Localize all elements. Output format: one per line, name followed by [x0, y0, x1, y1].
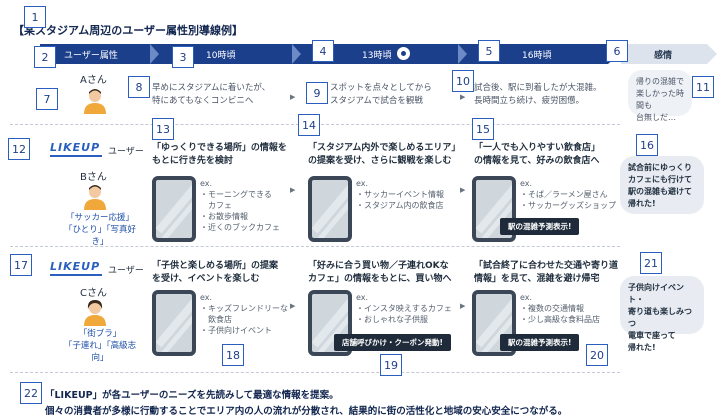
person-b-avatar-icon [84, 185, 106, 210]
marker-14: 14 [298, 114, 320, 136]
person-b-info-1: 「ゆっくりできる場所」の情報をもとに行き先を検討 [152, 143, 287, 166]
person-b-examples-2: ex.・サッカーイベント情報・スタジアム内の飲食店 [356, 179, 444, 210]
soccer-ball-icon [397, 47, 410, 60]
person-a-name: Aさん [80, 75, 107, 86]
row-divider [10, 372, 620, 373]
smartphone-icon [152, 176, 196, 242]
summary-line-2: 個々の消費者が多様に行動することでエリア内の人の流れが分散され、結果的に街の活性… [45, 406, 568, 417]
marker-21: 21 [640, 252, 662, 274]
person-b-info-2: 「スタジアム内外で楽しめるエリア」の提案を受け、さらに観戦を楽しむ [308, 143, 461, 166]
marker-11: 11 [692, 76, 714, 98]
marker-4: 4 [312, 40, 334, 62]
marker-17: 17 [10, 254, 32, 276]
person-b-examples-3: ex.・そば／ラーメン屋さん・サッカーグッズショップ [520, 179, 616, 210]
person-c-congestion-badge: 駅の混雑予測表示! [500, 334, 580, 351]
person-a-avatar-icon [84, 89, 106, 114]
summary-line-1: 「LIKEUP」が各ユーザーのニーズを先読みして最適な情報を提案。 [45, 390, 339, 401]
marker-16: 16 [636, 134, 658, 156]
marker-5: 5 [478, 40, 500, 62]
row-divider [10, 246, 620, 247]
label-emotion: 感情 [654, 51, 673, 61]
person-b-tags: 「サッカー応援」「ひとり」「写真好き」 [64, 213, 136, 247]
marker-8: 8 [128, 76, 150, 98]
timeline-chevron [458, 44, 467, 64]
arrow-icon: ▶ [460, 302, 466, 310]
person-c-examples-1: ex.・キッズフレンドリーな 飲食店・子供向けイベント [200, 293, 288, 335]
person-c-avatar-icon [84, 300, 106, 326]
label-10am: 10時頃 [206, 51, 236, 61]
marker-19: 19 [380, 354, 402, 376]
person-c-likeup-logo: LIKEUP [50, 260, 101, 273]
timeline-chevron [150, 44, 159, 64]
timeline-chevron [292, 44, 301, 64]
marker-12: 12 [8, 138, 30, 160]
arrow-icon: ▶ [290, 93, 296, 101]
marker-22: 22 [20, 382, 42, 404]
person-c-examples-2: ex.・インスタ映えするカフェ・おしゃれな子供服 [356, 293, 452, 324]
person-c-info-3: 「試合終了に合わせた交通や寄り道情報」を見て、混雑を避け帰宅 [474, 261, 619, 284]
emotion-bar-tip [707, 44, 717, 64]
label-1pm: 13時頃 [362, 51, 392, 61]
logo-underline [50, 155, 102, 157]
marker-6: 6 [606, 40, 628, 62]
person-b-user-label: ユーザー [108, 147, 144, 157]
smartphone-icon [152, 290, 196, 356]
logo-underline [50, 274, 102, 276]
marker-20: 20 [586, 344, 608, 366]
person-a-emotion: 帰りの混雑で楽しかった時間も台無しだ… [628, 70, 692, 122]
person-a-desc-1: 早めにスタジアムに着いたが、特にあてもなくコンビニへ [152, 83, 271, 106]
marker-13: 13 [152, 118, 174, 140]
emotion-bar [621, 44, 707, 64]
person-c-user-label: ユーザー [108, 266, 144, 276]
person-b-name: Bさん [80, 172, 107, 183]
person-a-desc-3: 試合後、駅に到着したが大混雑。長時間立ち続け、疲労困憊。 [474, 83, 602, 106]
marker-1: 1 [24, 6, 46, 28]
marker-7: 7 [36, 88, 58, 110]
marker-3: 3 [172, 46, 194, 68]
marker-9: 9 [306, 82, 328, 104]
label-4pm: 16時頃 [522, 51, 552, 61]
person-c-tags: 「街ブラ」「子連れ」「高級志向」 [63, 329, 137, 363]
label-user-attribute: ユーザー属性 [64, 51, 118, 61]
person-c-examples-3: ex.・複数の交通情報・少し高級な食料品店 [520, 293, 600, 324]
person-c-name: Cさん [80, 288, 107, 299]
person-b-congestion-badge: 駅の混雑予測表示! [500, 218, 580, 235]
arrow-icon: ▶ [460, 93, 466, 101]
person-c-info-1: 「子供と楽しめる場所」の提案を受け、イベントを楽しむ [152, 261, 279, 284]
person-a-desc-2: スポットを点々としてからスタジアムで試合を観戦 [330, 83, 432, 106]
person-b-examples-1: ex.・モーニングできる カフェ・お散歩情報・近くのブックカフェ [200, 179, 280, 232]
person-c-emotion: 子供向けイベント・寄り道も楽しみつつ電車で座って帰れた! [620, 276, 704, 352]
arrow-icon: ▶ [290, 186, 296, 194]
arrow-icon: ▶ [290, 302, 296, 310]
marker-18: 18 [222, 344, 244, 366]
person-b-emotion: 試合前にゆっくりカフェにも行けて駅の混雑も避けて帰れた! [620, 156, 704, 214]
diagram-title: 【某スタジアム周辺のユーザー属性別導線例】 [13, 24, 244, 37]
person-b-info-3: 「一人でも入りやすい飲食店」の情報を見て、好みの飲食店へ [474, 143, 601, 166]
arrow-icon: ▶ [460, 186, 466, 194]
person-c-coupon-badge: 店舗呼びかけ・クーポン発動! [334, 334, 451, 351]
smartphone-icon [308, 176, 352, 242]
marker-10: 10 [452, 70, 474, 92]
marker-15: 15 [472, 118, 494, 140]
person-b-likeup-logo: LIKEUP [50, 141, 101, 154]
person-c-info-2: 「好みに合う買い物／子連れOKなカフェ」の情報をもとに、買い物へ [308, 261, 452, 284]
marker-2: 2 [34, 46, 56, 68]
